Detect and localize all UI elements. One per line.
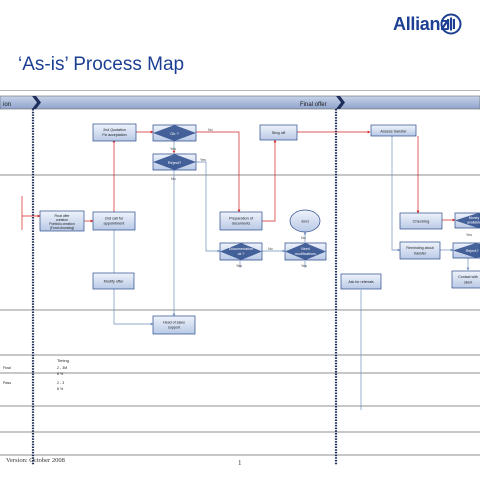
process-box-checking[interactable]: Checking (399, 212, 443, 230)
edge-label: No (268, 247, 273, 251)
timing-row-value: 2 - 3 (57, 381, 64, 385)
timing-table: Timing Final 2 - 3M 8 % Pass 2 - 3 8 % (3, 358, 69, 391)
phase-label-final-offer: Final offer (300, 102, 327, 108)
edge-label: Yes (301, 264, 307, 268)
decision-ok[interactable]: Ok ? (152, 124, 197, 142)
node-label: Reject? (168, 160, 182, 165)
edge-label: Yes (236, 264, 242, 268)
node-label: Portfolio creation (49, 222, 75, 226)
footer-version: Version: October 2008 (6, 457, 65, 464)
node-label: Head of sales (163, 321, 185, 325)
flow-8-4 (262, 139, 277, 222)
process-box-preparation-of-documents[interactable]: Preparation of documents (219, 211, 263, 231)
process-box-sign-off[interactable]: Sing off (259, 124, 298, 141)
timing-heading: Timing (57, 358, 69, 363)
node-label: support (168, 326, 180, 330)
process-map: ion Final offer 2nd Quo (0, 90, 480, 465)
process-box-contact-with-client[interactable]: Contact with client (451, 270, 480, 289)
node-label: Ok ? (170, 131, 179, 136)
node-label: transfer (414, 252, 427, 256)
node-label: available (467, 221, 480, 225)
footer-page-number: 1 (238, 459, 242, 467)
phase-label-left: ion (3, 102, 11, 108)
connectors (21, 130, 470, 410)
timing-row-value: 8 % (57, 387, 64, 391)
node-label: Final offer (54, 214, 70, 218)
decision-money-available[interactable]: Money available (454, 212, 480, 229)
node-label: Checking (413, 219, 430, 224)
process-box-second-call[interactable]: 2nd call for appointment (92, 211, 136, 231)
timing-row-label: Pass (3, 381, 11, 385)
node-label: ok ? (238, 252, 245, 256)
node-label: client (464, 281, 472, 285)
process-box-assess-transfer[interactable]: Assess transfer (370, 124, 417, 137)
process-box-head-of-sales-support[interactable]: Head of sales support (152, 315, 196, 335)
node-label: Reminding about (406, 246, 433, 250)
brand-name: Allianz (393, 14, 449, 34)
swimlane-grid (0, 90, 480, 456)
flow-3-14 (195, 161, 221, 253)
node-label: End (301, 219, 308, 224)
node-label: appointment (104, 222, 126, 226)
edge-label: Yes (466, 233, 472, 237)
decision-reject[interactable]: Reject? (152, 153, 197, 171)
node-label: Contact with (458, 275, 478, 279)
node-label: Ask for referrals (348, 280, 374, 284)
node-label: creation (56, 218, 68, 222)
phase-chevron-right (336, 96, 345, 109)
edge-label: Yes (200, 158, 206, 162)
flow-16-19 (113, 289, 154, 326)
terminal-end[interactable]: End (289, 209, 321, 233)
node-label: Need (301, 247, 310, 251)
node-label: documents (232, 222, 251, 226)
process-box-quotation[interactable]: 2nd Quotation Fix acceptation (92, 123, 137, 142)
flow-5-12 (391, 136, 401, 252)
node-label: 2nd call for (105, 217, 124, 221)
decision-documentation-ok[interactable]: Documentation ok ? (219, 242, 263, 261)
flow-2-8 (196, 131, 241, 213)
edge-label: No (208, 128, 213, 132)
timing-row-value: 2 - 3M (57, 366, 67, 370)
decision-reject-right[interactable]: Reject? (452, 242, 480, 259)
node-label: 2nd Quotation (103, 128, 126, 132)
node-label: Fix acceptation (102, 133, 126, 137)
timing-row-label: Final (3, 366, 11, 370)
node-label: (Fund choosing) (50, 226, 75, 230)
node-label: Assess transfer (380, 130, 407, 134)
node-label: Preparation of (229, 217, 254, 221)
process-box-ask-for-referrals[interactable]: Ask for referrals (340, 273, 382, 290)
timing-row-value: 8 % (57, 372, 64, 376)
phase-chevron-left (32, 96, 41, 109)
process-box-modify-offer[interactable]: Modify offer (92, 272, 135, 290)
node-label: modifications (295, 252, 316, 256)
process-box-final-offer-creation[interactable]: Final offer creation Portfolio creation … (39, 210, 85, 232)
node-label: Sing off (272, 130, 286, 135)
node-label: Reject? (466, 249, 479, 253)
decision-need-modifications[interactable]: Need modifications (284, 242, 327, 261)
node-label: Money (469, 216, 480, 220)
node-label: Documentation (229, 247, 253, 251)
edge-label: Yes (170, 147, 176, 151)
edge-label: No (301, 236, 306, 240)
allianz-eagle-icon (440, 13, 462, 35)
edge-label: No (171, 177, 176, 181)
page-title: ‘As-is’ Process Map (18, 54, 185, 75)
node-label: Modify offer (104, 280, 125, 284)
process-box-reminding-about-transfer[interactable]: Reminding about transfer (399, 241, 441, 260)
